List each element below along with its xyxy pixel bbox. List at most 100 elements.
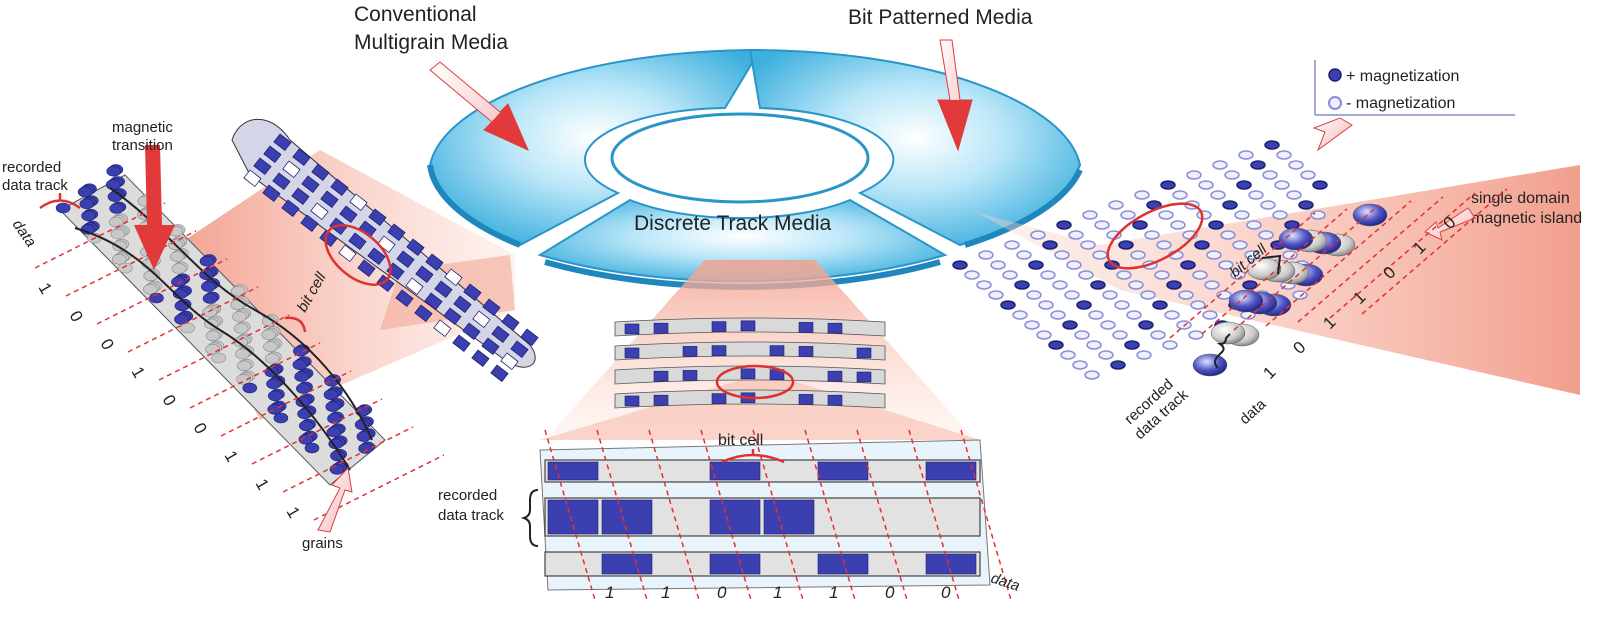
- plus-dot: [1312, 180, 1328, 190]
- plus-dot: [1298, 200, 1314, 210]
- plus-dot: [1076, 300, 1092, 310]
- grain: [230, 299, 245, 311]
- minus-dot: [1026, 290, 1042, 300]
- bpm-single-line1: single domain: [1471, 190, 1570, 207]
- grain: [106, 165, 122, 177]
- strip-cell: [387, 223, 406, 242]
- bpm-boundary-line: [1233, 204, 1380, 331]
- strip-cell: [433, 319, 452, 338]
- strip-cell: [463, 283, 482, 302]
- strip-cell: [414, 304, 433, 323]
- minus-dot: [1120, 210, 1136, 220]
- conventional-track: [34, 145, 445, 533]
- minus-dot: [1198, 180, 1214, 190]
- minus-dot: [1258, 230, 1274, 240]
- dtm-strip-bit: [624, 395, 640, 407]
- minus-dot: [1038, 300, 1054, 310]
- grain: [105, 179, 121, 190]
- minus-dot: [1040, 270, 1056, 280]
- dtm-strip-bit: [653, 370, 669, 382]
- conv-bit: 1: [252, 476, 273, 494]
- data-boundary-line: [251, 398, 383, 465]
- plus-dot: [1062, 320, 1078, 330]
- grain: [180, 322, 195, 334]
- dtm-bit: 1: [773, 583, 782, 602]
- minus-dot: [1190, 300, 1206, 310]
- dtm-bit: 0: [717, 583, 727, 602]
- minus-dot: [1162, 340, 1178, 350]
- dtm-magnetized-region: [547, 499, 599, 535]
- minus-dot: [1030, 230, 1046, 240]
- island-plus: [1352, 203, 1388, 227]
- strip-cell: [272, 172, 291, 191]
- dtm-bit-cell-label: bit cell: [718, 432, 763, 449]
- dtm-boundary-line: [856, 429, 908, 601]
- bpm-boundary-line: [1297, 196, 1444, 323]
- strip-cell: [339, 205, 358, 224]
- minus-dot: [1216, 290, 1232, 300]
- minus-dot: [1274, 180, 1290, 190]
- dtm-strip-bit: [856, 371, 872, 383]
- grain: [79, 198, 95, 210]
- strip-cell: [367, 247, 386, 266]
- minus-dot: [1072, 360, 1088, 370]
- grain: [55, 202, 71, 214]
- dtm-strip-bit: [740, 320, 756, 332]
- minus-dot: [1192, 270, 1208, 280]
- grain: [169, 251, 185, 262]
- bpm-dot-array: [952, 140, 1328, 380]
- strip-cell: [273, 133, 292, 152]
- island-plus: [1228, 289, 1264, 313]
- bpm-bit: 0: [1289, 338, 1309, 358]
- plus-dot: [1194, 240, 1210, 250]
- minus-dot: [1234, 210, 1250, 220]
- grain: [111, 253, 127, 265]
- dtm-strip-bit: [711, 345, 727, 356]
- conv-bit: 0: [190, 420, 211, 438]
- minus-dot: [1080, 240, 1096, 250]
- minus-dot: [1024, 320, 1040, 330]
- grain: [304, 442, 320, 454]
- data-boundary-line: [189, 342, 321, 409]
- minus-dot: [978, 250, 994, 260]
- dtm-strip-bit: [711, 321, 727, 332]
- strip-cell: [395, 289, 414, 308]
- minus-dot: [1068, 230, 1084, 240]
- strip-cell: [405, 277, 424, 296]
- strip-cell: [292, 148, 311, 167]
- minus-dot: [1232, 240, 1248, 250]
- strip-cell: [300, 214, 319, 233]
- minus-dot: [1282, 250, 1298, 260]
- minus-dot: [1224, 170, 1240, 180]
- dtm-magnetized-region: [925, 553, 977, 575]
- bpm-heading: Bit Patterned Media: [848, 6, 1033, 29]
- minus-dot: [1126, 310, 1142, 320]
- dtm-track-row: [544, 459, 981, 483]
- strip-cell: [424, 292, 443, 311]
- minus-dot: [1156, 240, 1172, 250]
- minus-dot: [1210, 190, 1226, 200]
- data-boundary-line: [282, 426, 414, 493]
- dtm-strip-bit: [798, 322, 814, 333]
- grain: [267, 390, 283, 402]
- strip-cell: [320, 190, 339, 209]
- dtm-strip: [614, 317, 886, 409]
- dtm-magnetized-region: [925, 461, 977, 481]
- strip-cell: [443, 307, 462, 326]
- grain: [205, 330, 221, 342]
- minus-dot: [1050, 310, 1066, 320]
- grain: [174, 313, 189, 325]
- dtm-magnetized-region: [601, 553, 653, 575]
- data-boundary-line: [158, 314, 290, 381]
- bpm-data-label: data: [1236, 395, 1270, 428]
- strip-cell: [520, 328, 539, 347]
- minus-dot: [964, 270, 980, 280]
- grain: [236, 360, 252, 372]
- minus-dot: [1196, 210, 1212, 220]
- strip-cell: [311, 163, 330, 182]
- strip-cell: [510, 340, 529, 359]
- grain: [230, 285, 246, 297]
- strip-cell: [481, 337, 500, 356]
- minus-dot: [1212, 160, 1228, 170]
